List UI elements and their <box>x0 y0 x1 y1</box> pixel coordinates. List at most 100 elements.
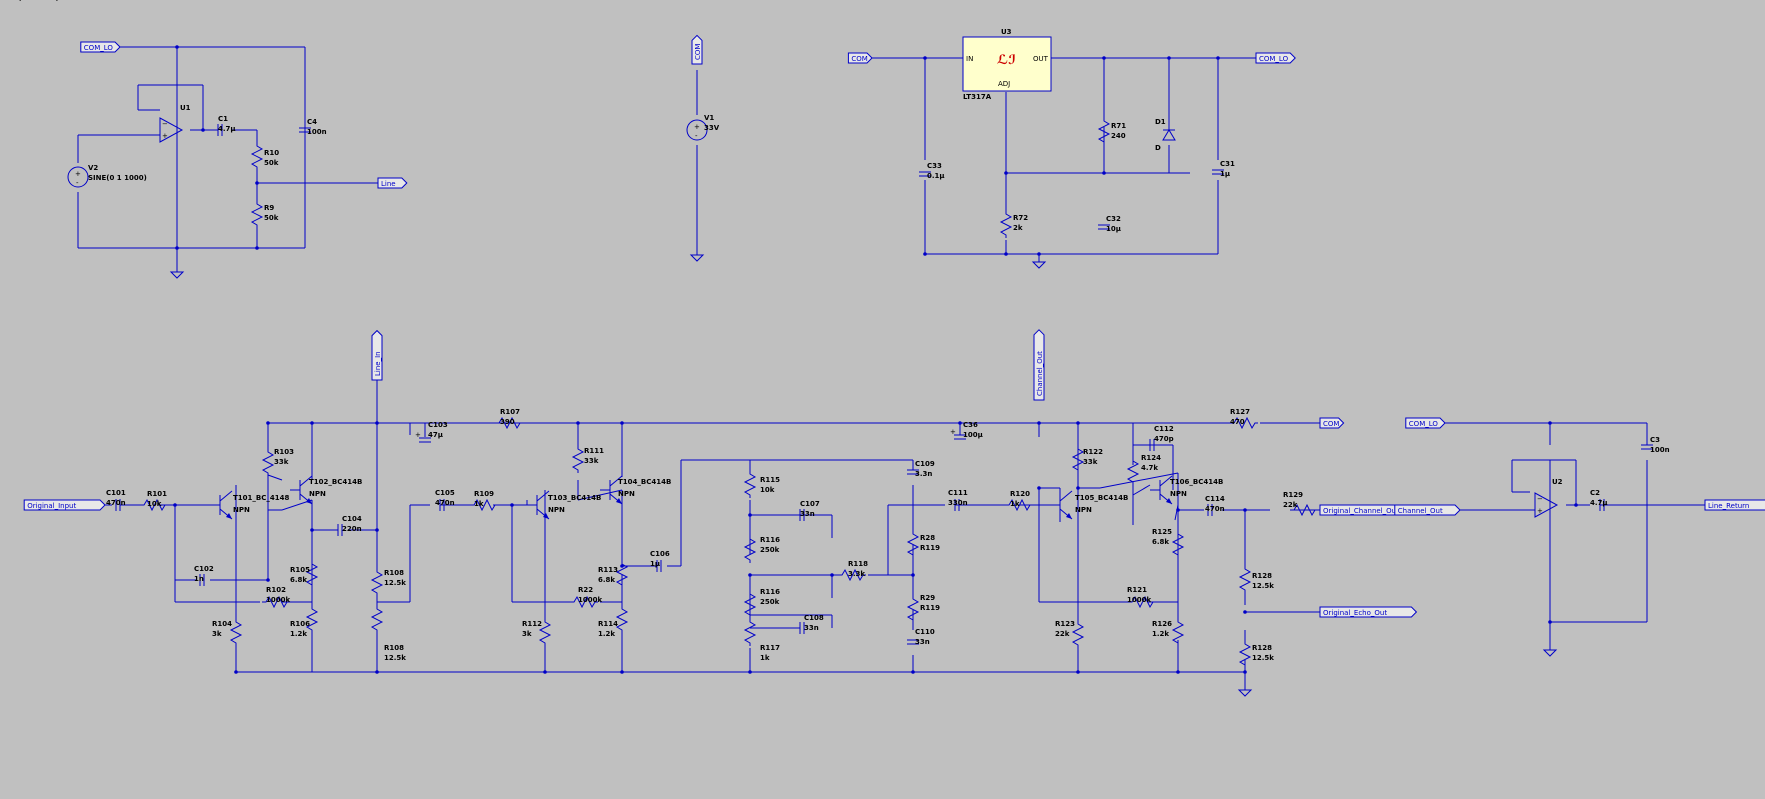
net-label-com-lo-u3[interactable]: COM_LO <box>1255 52 1296 64</box>
net-label-original-echo-out[interactable]: Original_Echo_Out <box>1319 606 1418 618</box>
component-value: 1000k <box>578 596 602 604</box>
net-label-text: Line <box>381 180 396 188</box>
diode-d1[interactable]: D1D <box>1155 118 1176 152</box>
net-label-line-return[interactable]: Line_Return <box>1704 499 1765 511</box>
junction-dot <box>255 246 259 250</box>
component-ref: C105 <box>435 489 455 497</box>
net-label-line[interactable]: Line <box>377 177 408 189</box>
net-label-channel-out-u2[interactable]: Channel_Out <box>1394 504 1461 516</box>
net-label-channel-out-v[interactable]: Channel_Out <box>1033 329 1045 401</box>
capacitor-c2[interactable]: C24.7µ <box>1590 489 1608 511</box>
component-ref: R106 <box>290 620 310 628</box>
junction-dot <box>1076 421 1080 425</box>
plus-sign-icon: + <box>694 123 700 131</box>
net-label-com-lo-2[interactable]: COM_LO <box>1405 417 1446 429</box>
component-value: 0.1µ <box>927 172 945 180</box>
component-value: 4.7µ <box>1590 499 1608 507</box>
net-label-com-lo-1[interactable]: COM_LO <box>80 41 121 53</box>
net-label-line-in[interactable]: Line_In <box>371 329 383 381</box>
junction-dot <box>620 670 624 674</box>
opamp-u1[interactable]: −+U1 <box>159 104 191 143</box>
opamp-u2[interactable]: −+U2 <box>1534 478 1563 518</box>
net-label-com-main[interactable]: COM <box>1319 417 1345 429</box>
junction-dot <box>1176 670 1180 674</box>
junction-dot <box>310 528 314 532</box>
component-ref: T104_BC414B <box>618 478 671 486</box>
component-value: 1.2k <box>598 630 615 638</box>
net-label-original-input[interactable]: Original_Input <box>23 499 106 511</box>
net-label-com-u3[interactable]: COM <box>847 52 873 64</box>
component-ref: T101_BC_4148 <box>233 494 289 502</box>
net-label-com-v1[interactable]: COM <box>691 34 703 65</box>
capacitor-c1[interactable]: C14.7µ <box>217 115 236 136</box>
junction-dot <box>255 181 259 185</box>
component-value: SINE(0 1 1000) <box>88 174 147 182</box>
